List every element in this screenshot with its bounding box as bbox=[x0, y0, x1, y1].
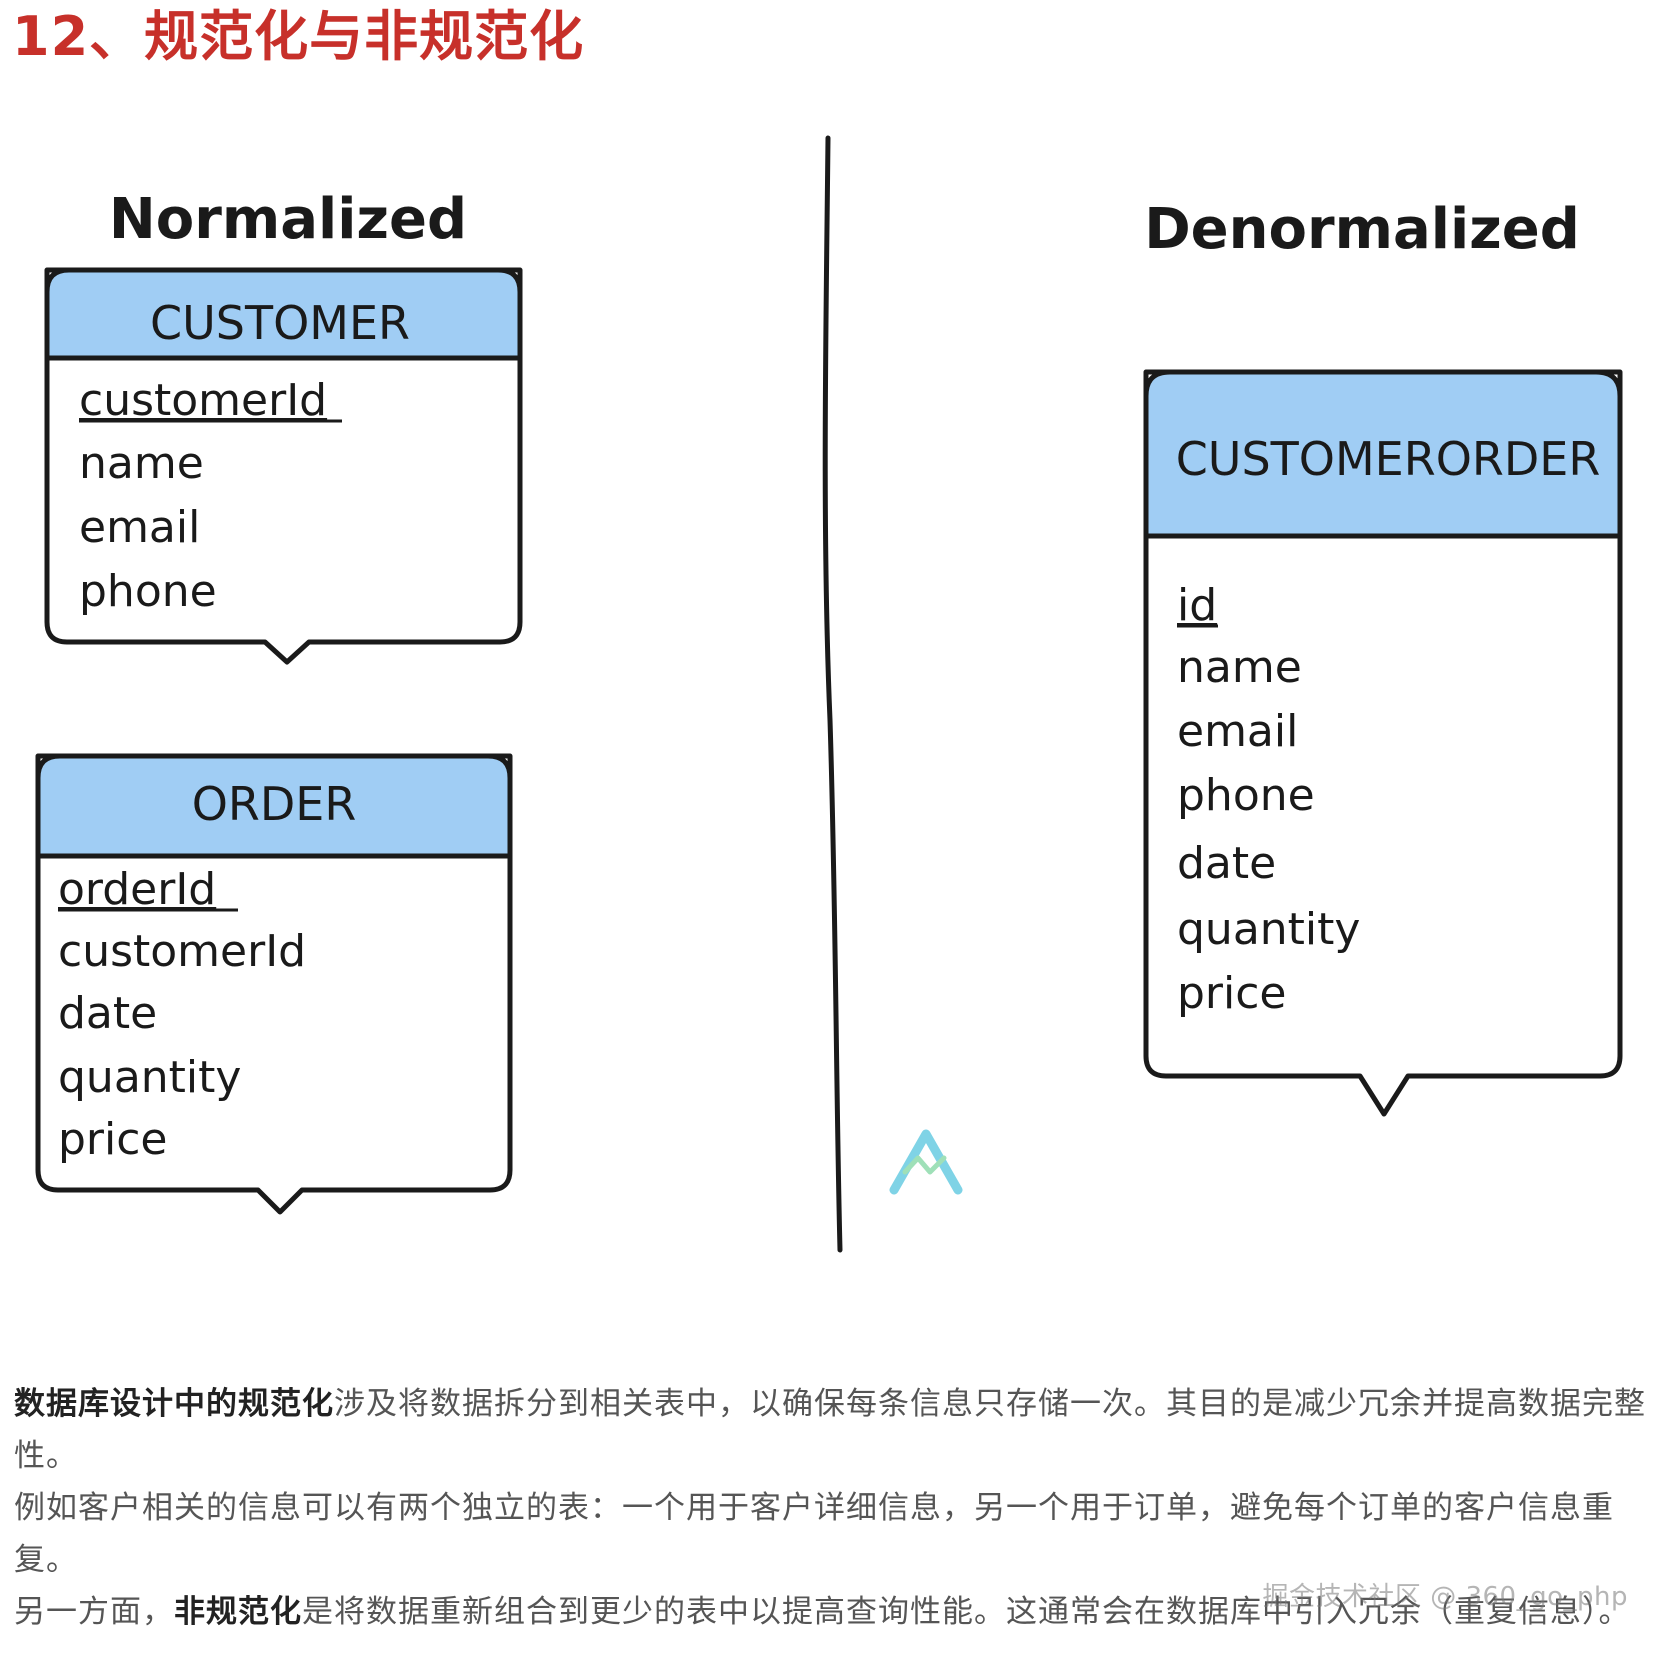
order-field-quantity: quantity bbox=[58, 1052, 241, 1103]
normalization-description: 涉及将数据拆分到相关表中，以确保每条信息只存储一次。其目的是减少冗余并提高数据完… bbox=[14, 1386, 1646, 1474]
customerorder-table-body bbox=[1143, 369, 1623, 1117]
customer-table-header bbox=[44, 267, 523, 361]
order-table-header bbox=[35, 753, 513, 859]
customer-table-body bbox=[44, 267, 523, 665]
customerorder-field-quantity: quantity bbox=[1177, 904, 1360, 955]
page-title: 12、规范化与非规范化 bbox=[12, 5, 585, 68]
customerorder-field-phone: phone bbox=[1177, 770, 1315, 821]
logo-icon bbox=[889, 1129, 963, 1195]
normalization-diagram: Normalized Denormalized CUSTOMER custome… bbox=[0, 110, 1660, 1350]
denormalization-description: 是将数据重新组合到更少的表中以提高查询性能。这通常会在数据库中引入冗余（重复信息… bbox=[302, 1594, 1631, 1630]
denormalized-label: Denormalized bbox=[1144, 197, 1580, 262]
customer-table: CUSTOMER customerId name email phone bbox=[44, 267, 523, 665]
order-field-customerid: customerId bbox=[58, 926, 306, 977]
order-field-orderid: orderId bbox=[58, 864, 216, 915]
customerorder-table: CUSTOMERORDER id name email phone date q… bbox=[1143, 369, 1623, 1117]
paragraph-normalization: 数据库设计中的规范化涉及将数据拆分到相关表中，以确保每条信息只存储一次。其目的是… bbox=[14, 1378, 1648, 1482]
customer-field-customerid: customerId bbox=[79, 375, 327, 426]
customerorder-table-header bbox=[1143, 369, 1623, 539]
body-text: 数据库设计中的规范化涉及将数据拆分到相关表中，以确保每条信息只存储一次。其目的是… bbox=[14, 1378, 1648, 1638]
paragraph-denormalization: 另一方面，非规范化是将数据重新组合到更少的表中以提高查询性能。这通常会在数据库中… bbox=[14, 1586, 1648, 1638]
customerorder-field-email: email bbox=[1177, 706, 1298, 757]
divider-line bbox=[822, 135, 843, 1253]
order-table-title: ORDER bbox=[192, 777, 357, 831]
denormalization-term: 非规范化 bbox=[174, 1594, 302, 1630]
customerorder-field-name: name bbox=[1177, 642, 1302, 693]
customerorder-field-id: id bbox=[1177, 580, 1217, 631]
customer-field-email: email bbox=[79, 502, 200, 553]
normalization-term: 数据库设计中的规范化 bbox=[14, 1386, 334, 1422]
customerorder-table-title: CUSTOMERORDER bbox=[1176, 432, 1601, 486]
watermark: 掘金技术社区 @ 360_go_php bbox=[1262, 1582, 1628, 1612]
order-table: ORDER orderId customerId date quantity p… bbox=[35, 753, 513, 1215]
paragraph-example: 例如客户相关的信息可以有两个独立的表：一个用于客户详细信息，另一个用于订单，避免… bbox=[14, 1490, 1614, 1578]
denormalization-prefix: 另一方面， bbox=[14, 1594, 174, 1630]
customer-table-title: CUSTOMER bbox=[150, 296, 410, 350]
order-field-date: date bbox=[58, 988, 157, 1039]
customerorder-field-date: date bbox=[1177, 838, 1276, 889]
normalized-label: Normalized bbox=[109, 187, 467, 252]
customerorder-field-price: price bbox=[1177, 968, 1287, 1019]
customer-field-phone: phone bbox=[79, 566, 217, 617]
order-table-body bbox=[35, 753, 513, 1215]
customer-field-name: name bbox=[79, 438, 204, 489]
order-field-price: price bbox=[58, 1114, 168, 1165]
